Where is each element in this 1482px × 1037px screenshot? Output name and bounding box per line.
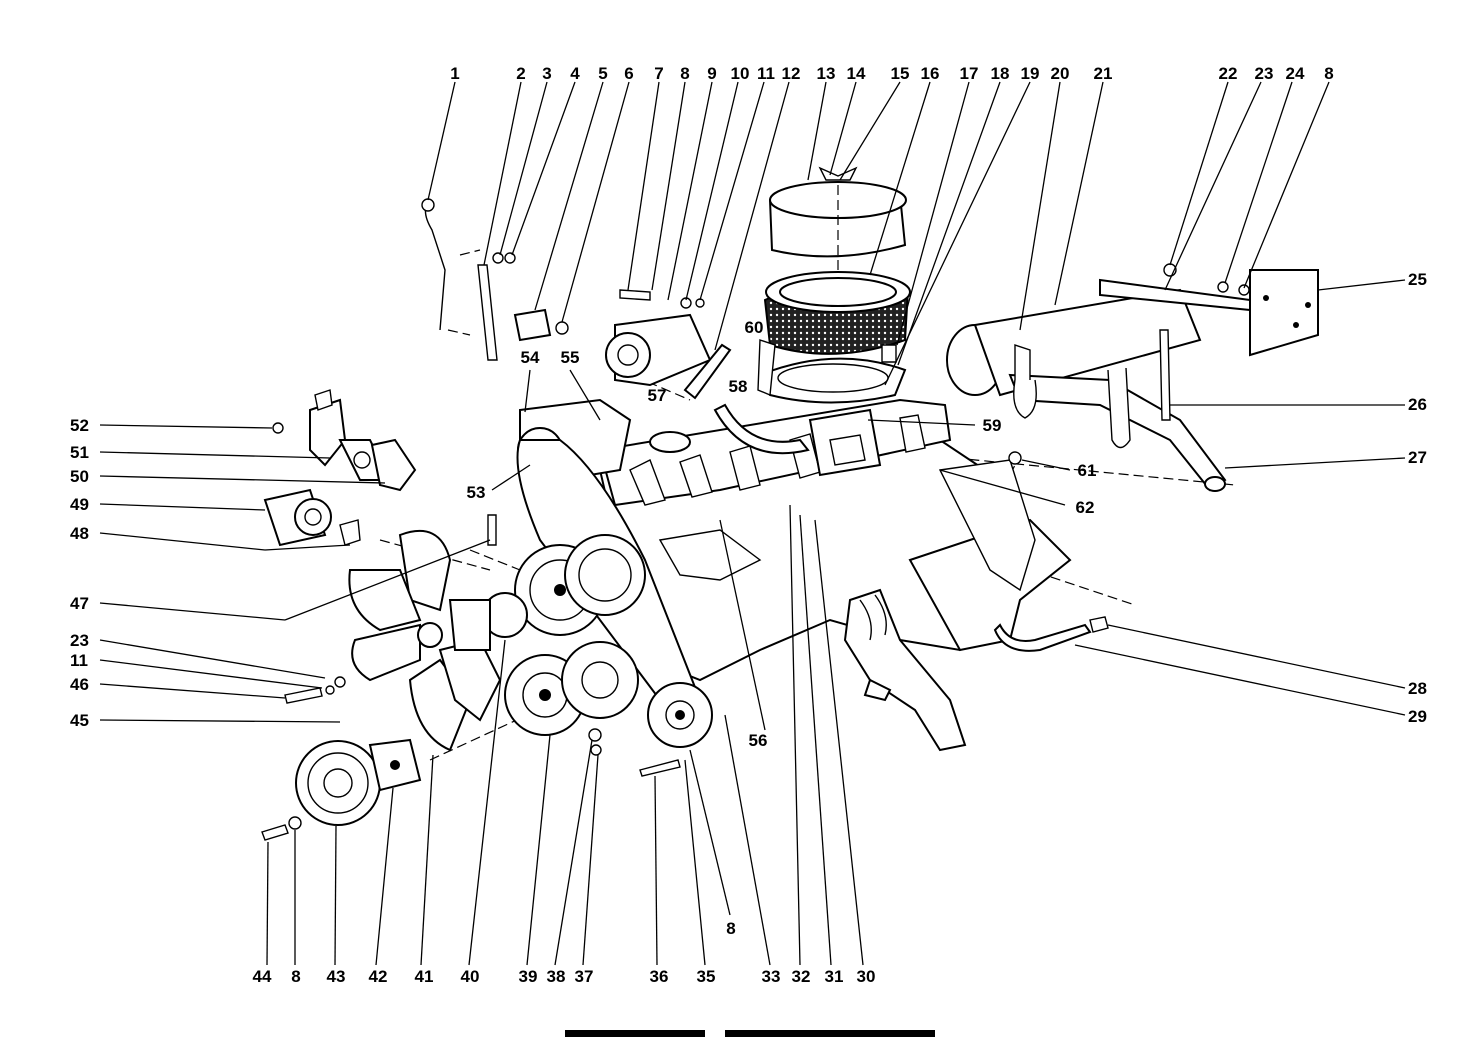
callout-35: 35 (697, 967, 716, 986)
callout-18: 18 (991, 64, 1010, 83)
callout-41: 41 (415, 967, 434, 986)
callout-46: 46 (70, 675, 89, 694)
callout-38: 38 (547, 967, 566, 986)
callout-43: 43 (327, 967, 346, 986)
callout-37: 37 (575, 967, 594, 986)
callout-59: 59 (983, 416, 1002, 435)
callout-58: 58 (729, 377, 748, 396)
callout-8: 8 (680, 64, 689, 83)
callout-4: 4 (570, 64, 580, 83)
callout-16: 16 (921, 64, 940, 83)
callout-30: 30 (857, 967, 876, 986)
callout-15: 15 (891, 64, 910, 83)
callouts-inner: 60 58 54 55 57 59 61 62 53 56 (467, 318, 1097, 750)
callout-36: 36 (650, 967, 669, 986)
callout-44: 44 (253, 967, 272, 986)
bottom-caption-fragment (565, 1030, 935, 1037)
callout-57: 57 (648, 386, 667, 405)
callout-56: 56 (749, 731, 768, 750)
callout-49: 49 (70, 495, 89, 514)
callout-31: 31 (825, 967, 844, 986)
callout-2: 2 (516, 64, 525, 83)
callout-62: 62 (1076, 498, 1095, 517)
callout-22: 22 (1219, 64, 1238, 83)
callout-6: 6 (624, 64, 633, 83)
callout-61: 61 (1078, 461, 1097, 480)
callout-39: 39 (519, 967, 538, 986)
callout-17: 17 (960, 64, 979, 83)
callout-60: 60 (745, 318, 764, 337)
callout-9: 9 (707, 64, 716, 83)
callout-19: 19 (1021, 64, 1040, 83)
callout-29: 29 (1408, 707, 1427, 726)
callout-23: 23 (70, 631, 89, 650)
callout-50: 50 (70, 467, 89, 486)
callout-1: 1 (450, 64, 459, 83)
callout-8: 8 (291, 967, 300, 986)
callout-53: 53 (467, 483, 486, 502)
callout-23: 23 (1255, 64, 1274, 83)
callout-45: 45 (70, 711, 89, 730)
callout-54: 54 (521, 348, 540, 367)
callout-5: 5 (598, 64, 607, 83)
callout-55: 55 (561, 348, 580, 367)
callout-8: 8 (1324, 64, 1333, 83)
callout-48: 48 (70, 524, 89, 543)
callout-11: 11 (70, 651, 88, 670)
callout-42: 42 (369, 967, 388, 986)
callouts-left: 52 51 50 49 48 47 23 11 46 45 (70, 416, 89, 730)
callout-52: 52 (70, 416, 89, 435)
callout-25: 25 (1408, 270, 1427, 289)
callout-27: 27 (1408, 448, 1427, 467)
callouts-top: 1 2 3 4 5 6 7 8 9 10 11 12 13 14 15 16 1… (450, 64, 1333, 83)
callout-12: 12 (782, 64, 801, 83)
callout-20: 20 (1051, 64, 1070, 83)
engine-illustration (261, 166, 1319, 1037)
callout-11: 11 (757, 64, 775, 83)
callout-32: 32 (792, 967, 811, 986)
callout-40: 40 (461, 967, 480, 986)
callout-13: 13 (817, 64, 836, 83)
callouts-bottom: 44 8 43 42 41 40 39 38 37 36 35 8 33 32 … (253, 919, 876, 986)
callout-10: 10 (731, 64, 750, 83)
callout-26: 26 (1408, 395, 1427, 414)
callout-24: 24 (1286, 64, 1305, 83)
callout-7: 7 (654, 64, 663, 83)
callouts-right: 25 26 27 28 29 (1408, 270, 1427, 726)
callout-51: 51 (70, 443, 89, 462)
callout-21: 21 (1094, 64, 1113, 83)
callout-3: 3 (542, 64, 551, 83)
callout-14: 14 (847, 64, 866, 83)
callout-8: 8 (726, 919, 735, 938)
callout-33: 33 (762, 967, 781, 986)
callout-28: 28 (1408, 679, 1427, 698)
leader-lines (99, 81, 1406, 966)
callout-47: 47 (70, 594, 89, 613)
